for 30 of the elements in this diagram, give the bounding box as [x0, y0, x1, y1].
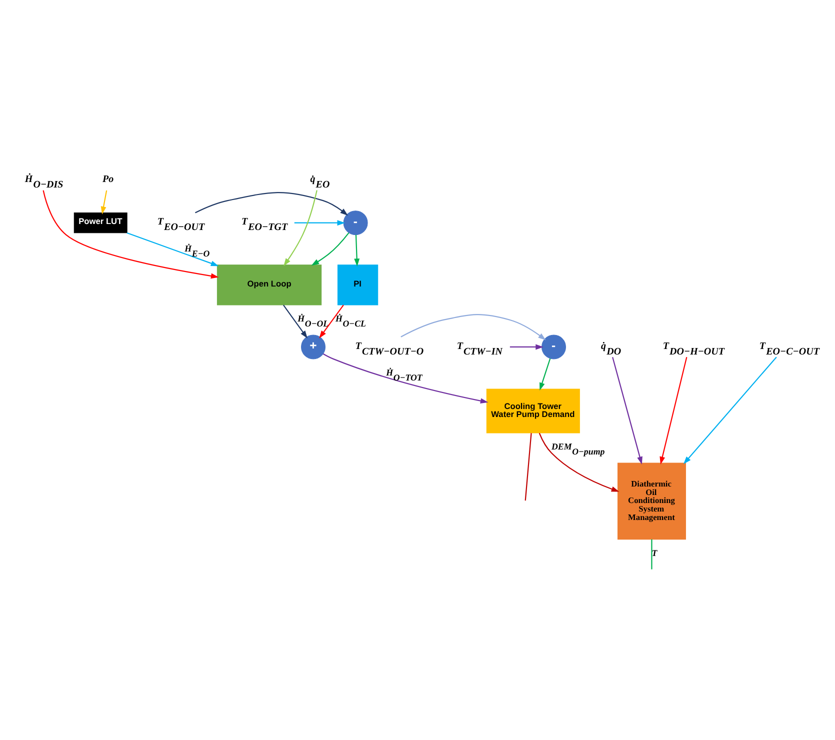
arrow: [42, 190, 219, 279]
node-box: Open Loop: [216, 264, 322, 306]
arrow: [510, 344, 544, 350]
arrow: [322, 353, 488, 404]
arrow: [126, 232, 219, 266]
edge-label: T: [652, 548, 658, 558]
node-box: Diathermic Oil Conditioning System Management: [618, 462, 686, 540]
arrow: [683, 356, 777, 464]
arrow: [612, 356, 642, 465]
connector: [524, 433, 532, 501]
arrow: [284, 190, 318, 266]
arrow: [100, 190, 108, 214]
node-circle: -: [343, 210, 368, 236]
arrow: [282, 304, 308, 338]
arrow: [660, 356, 688, 465]
node-circle: -: [542, 334, 566, 360]
arrow: [538, 432, 620, 492]
node-box: Cooling Tower Water Pump Demand: [486, 388, 580, 434]
arrow: [294, 220, 346, 226]
arrow: [540, 358, 551, 391]
arrow: [319, 304, 344, 338]
arrow: [311, 232, 350, 266]
node-box: PI: [337, 264, 378, 306]
node-box: Power LUT: [74, 212, 128, 234]
arrow: [400, 314, 546, 340]
connector: [651, 539, 652, 570]
arrow: [194, 192, 348, 216]
node-circle: +: [301, 334, 326, 360]
arrow: [354, 234, 360, 266]
node-text: Po: [102, 174, 114, 186]
